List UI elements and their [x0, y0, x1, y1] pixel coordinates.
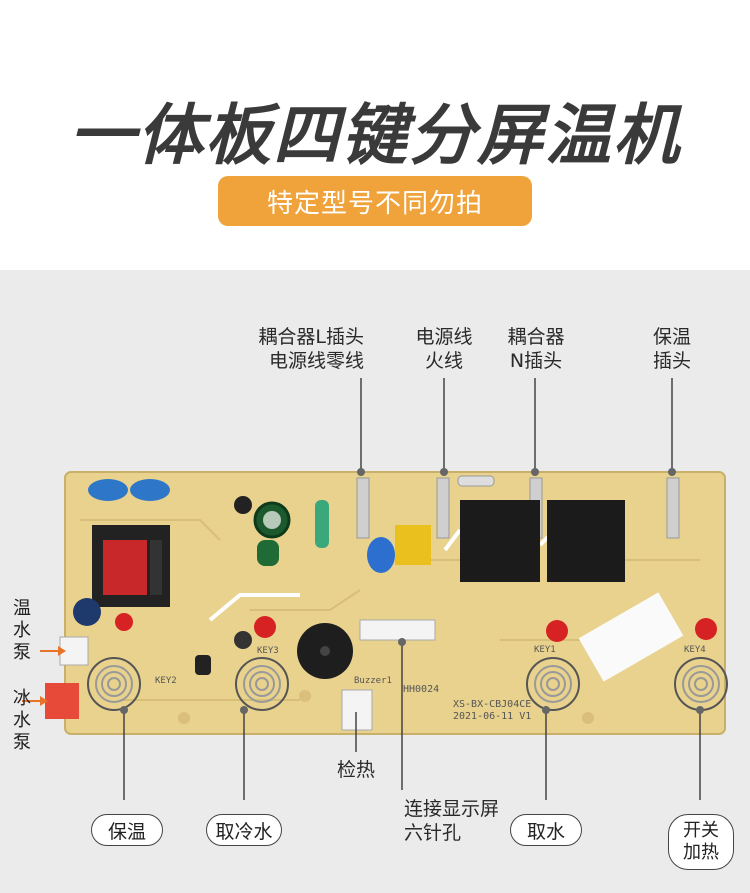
page-title: 一体板四键分屏温机	[69, 97, 681, 174]
resistor	[315, 500, 329, 548]
svg-text:KEY1: KEY1	[534, 645, 556, 655]
x-capacitor	[395, 525, 431, 565]
varistor	[367, 537, 395, 573]
label-detect-heat: 检热	[336, 759, 375, 781]
heat-switch-button-label: 开关 加热	[668, 814, 734, 870]
label-power-live: 电源线 火线	[415, 326, 473, 372]
model-warning-badge: 特定型号不同勿拍	[218, 176, 532, 226]
arrow-icon	[22, 646, 66, 706]
board-model-text: XS-BX-CBJ04CE	[453, 699, 531, 710]
board-code-text: HH0024	[403, 684, 439, 695]
led	[546, 620, 568, 642]
label-keep-warm-plug: 保温 插头	[652, 326, 691, 372]
sticker	[578, 592, 684, 682]
display-connector	[359, 619, 436, 641]
cold-water-button-label: 取冷水	[206, 814, 282, 846]
led	[254, 616, 276, 638]
svg-text:KEY3: KEY3	[257, 646, 279, 656]
svg-text:Buzzer1: Buzzer1	[354, 676, 392, 686]
svg-text:KEY4: KEY4	[684, 645, 706, 655]
label-coupler-l: 耦合器L插头 电源线零线	[258, 326, 364, 372]
blue-capacitor	[88, 479, 128, 501]
take-water-button-label: 取水	[510, 814, 582, 846]
label-display-connector: 连接显示屏 六针孔	[404, 798, 500, 844]
label-warm-pump: 温水泵	[13, 598, 31, 663]
callout-lines	[123, 378, 701, 800]
led	[115, 613, 133, 631]
blue-capacitor	[130, 479, 170, 501]
keep-warm-button-label: 保温	[91, 814, 163, 846]
relay	[460, 500, 540, 582]
led	[695, 618, 717, 640]
label-coupler-n: 耦合器 N插头	[507, 326, 565, 372]
svg-text:KEY2: KEY2	[155, 676, 177, 686]
ice-pump-connector	[45, 683, 79, 719]
board-date-text: 2021-06-11 V1	[453, 711, 531, 722]
relay	[547, 500, 625, 582]
label-ice-pump: 冰水泵	[13, 688, 31, 753]
